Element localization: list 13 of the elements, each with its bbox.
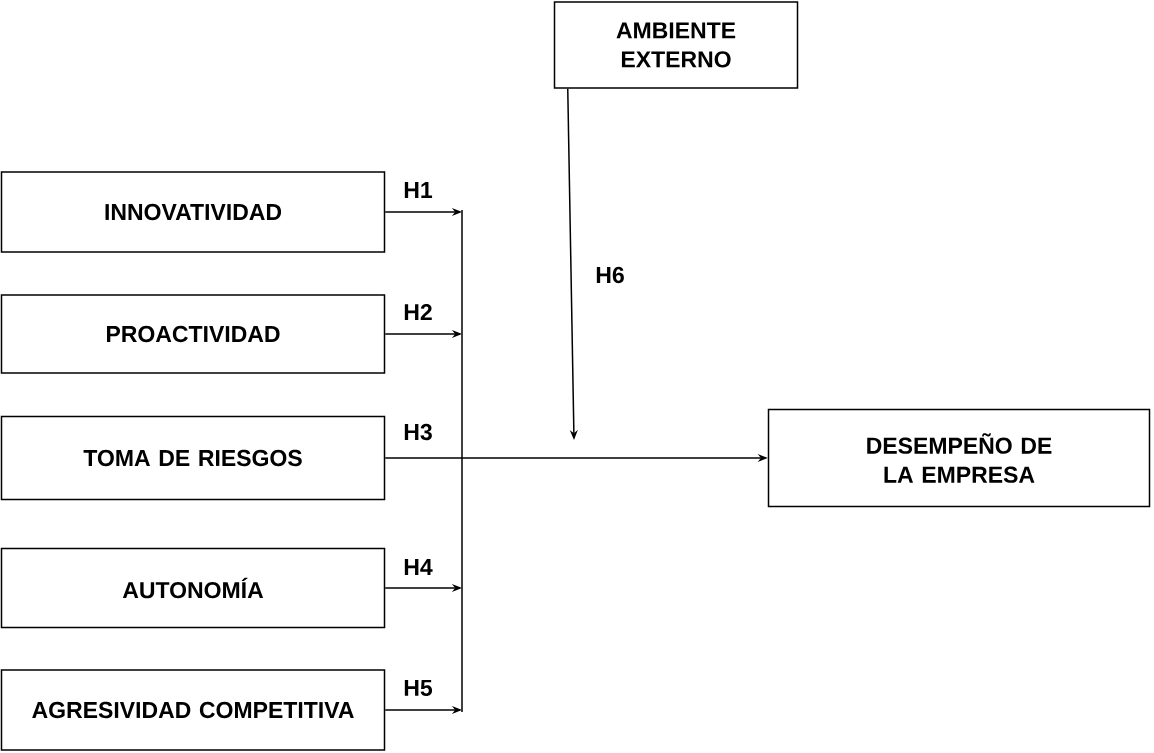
text-box: TOMA DE RIESGOS — [0, 415, 386, 501]
text-box: AGRESIVIDAD COMPETITIVA — [0, 669, 386, 751]
edge-label: H6 — [596, 266, 624, 284]
text-box: AUTONOMÍA — [0, 547, 386, 629]
edge-label: H4 — [404, 559, 433, 575]
edge-label: H1 — [404, 182, 433, 198]
edge-label: H3 — [404, 423, 432, 441]
text-box: PROACTIVIDAD — [0, 294, 386, 374]
edge-label: H5 — [404, 680, 433, 697]
text-box: DESEMPEÑO DE LA EMPRESA — [767, 408, 1151, 508]
edge-label: H2 — [404, 304, 432, 321]
text-box: INNOVATIVIDAD — [0, 171, 386, 253]
text-box: AMBIENTE EXTERNO — [553, 1, 799, 89]
